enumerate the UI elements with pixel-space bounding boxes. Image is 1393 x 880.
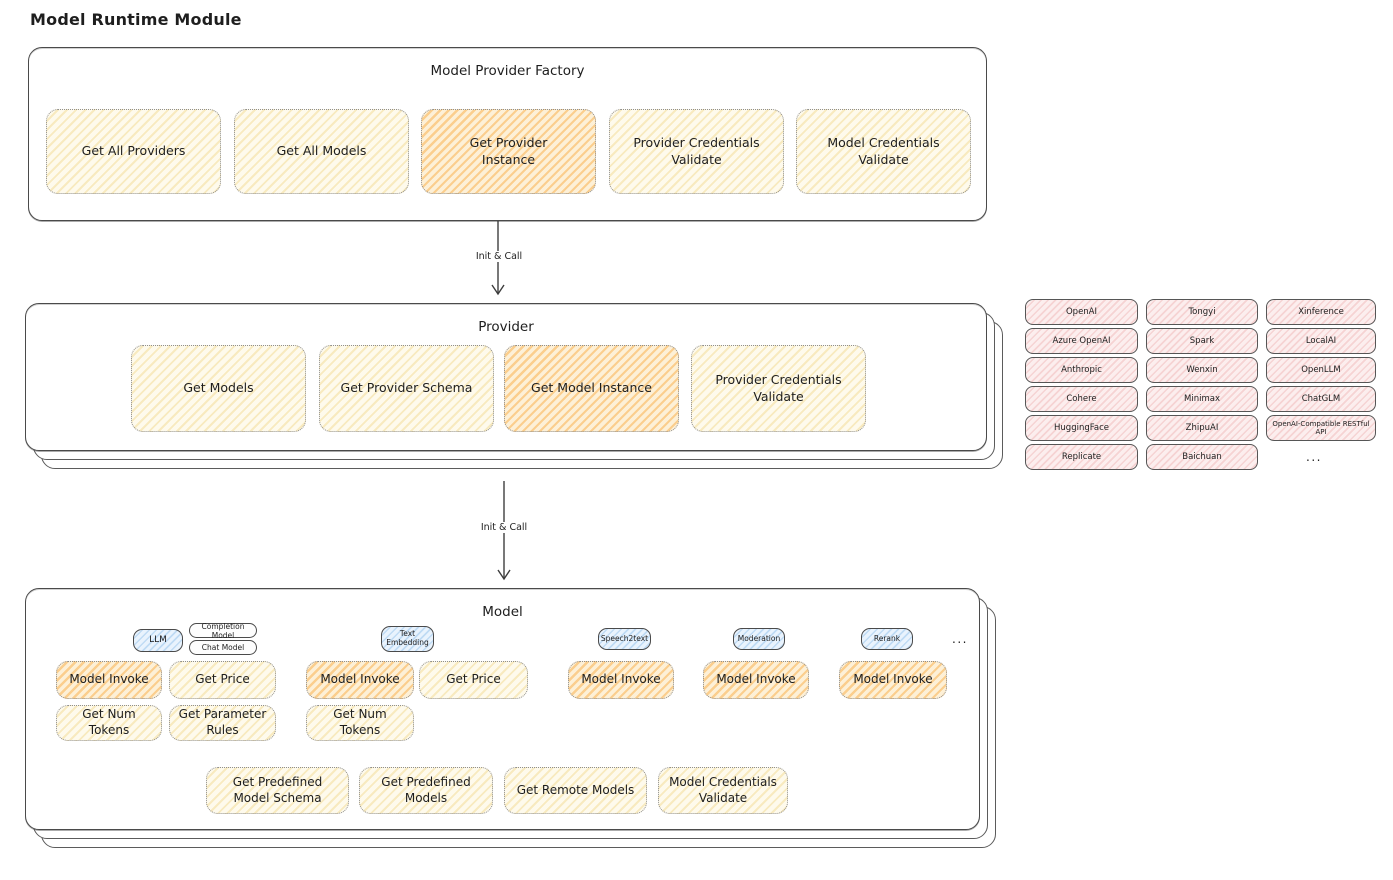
node-llm-get-num-tokens: Get Num Tokens: [56, 705, 162, 741]
pill-openai-compatible-restful-api: OpenAI-Compatible RESTful API: [1266, 415, 1376, 441]
pill-zhipuai: ZhipuAI: [1146, 415, 1258, 441]
pill-baichuan: Baichuan: [1146, 444, 1258, 470]
node-provider-credentials-validate-2: Provider Credentials Validate: [691, 345, 866, 432]
node-llm-get-parameter-rules: Get Parameter Rules: [169, 705, 276, 741]
tab-text-embedding: Text Embedding: [381, 626, 434, 652]
node-get-remote-models: Get Remote Models: [504, 767, 647, 814]
node-te-model-invoke: Model Invoke: [306, 661, 414, 699]
node-provider-credentials-validate: Provider Credentials Validate: [609, 109, 784, 194]
page-title: Model Runtime Module: [30, 10, 242, 29]
factory-title: Model Provider Factory: [430, 63, 585, 79]
tab-speech2text: Speech2text: [598, 628, 651, 650]
pill-xinference: Xinference: [1266, 299, 1376, 325]
pill-spark: Spark: [1146, 328, 1258, 354]
pill-minimax: Minimax: [1146, 386, 1258, 412]
node-get-predefined-model-schema: Get Predefined Model Schema: [206, 767, 349, 814]
node-te-get-num-tokens: Get Num Tokens: [306, 705, 414, 741]
node-get-all-models: Get All Models: [234, 109, 409, 194]
node-mod-model-invoke: Model Invoke: [703, 661, 809, 699]
node-model-credentials-validate: Model Credentials Validate: [796, 109, 971, 194]
node-get-all-providers: Get All Providers: [46, 109, 221, 194]
provider-box: Provider Get Models Get Provider Schema …: [25, 303, 987, 451]
tag-completion-model: Completion Model: [189, 622, 257, 640]
pill-tongyi: Tongyi: [1146, 299, 1258, 325]
model-title: Model: [482, 604, 523, 620]
pill-cohere: Cohere: [1025, 386, 1138, 412]
tab-rerank: Rerank: [861, 628, 913, 650]
tab-llm: LLM: [133, 629, 183, 652]
factory-box: Model Provider Factory Get All Providers…: [28, 47, 987, 221]
pill-replicate: Replicate: [1025, 444, 1138, 470]
pill-openai: OpenAI: [1025, 299, 1138, 325]
node-model-credentials-validate-2: Model Credentials Validate: [658, 767, 788, 814]
node-s2t-model-invoke: Model Invoke: [568, 661, 674, 699]
node-get-provider-schema: Get Provider Schema: [319, 345, 494, 432]
model-tabs-ellipsis: ...: [952, 632, 968, 646]
node-llm-get-price: Get Price: [169, 661, 276, 699]
model-box: Model LLM Completion Model Chat Model Te…: [25, 588, 980, 830]
node-get-model-instance: Get Model Instance: [504, 345, 679, 432]
pill-huggingface: HuggingFace: [1025, 415, 1138, 441]
providers-ellipsis: ...: [1306, 450, 1322, 464]
tag-chat-model: Chat Model: [189, 640, 257, 655]
pill-localai: LocalAI: [1266, 328, 1376, 354]
node-get-models: Get Models: [131, 345, 306, 432]
pill-wenxin: Wenxin: [1146, 357, 1258, 383]
node-rerank-model-invoke: Model Invoke: [839, 661, 947, 699]
tab-moderation: Moderation: [733, 628, 785, 650]
provider-title: Provider: [478, 319, 534, 335]
pill-openllm: OpenLLM: [1266, 357, 1376, 383]
node-get-provider-instance: Get Provider Instance: [421, 109, 596, 194]
node-te-get-price: Get Price: [419, 661, 528, 699]
node-llm-model-invoke: Model Invoke: [56, 661, 162, 699]
pill-azure-openai: Azure OpenAI: [1025, 328, 1138, 354]
pill-anthropic: Anthropic: [1025, 357, 1138, 383]
arrow-label-init-call-2: Init & Call: [475, 522, 533, 533]
pill-chatglm: ChatGLM: [1266, 386, 1376, 412]
arrow-label-init-call-1: Init & Call: [470, 251, 528, 262]
node-get-predefined-models: Get Predefined Models: [359, 767, 493, 814]
